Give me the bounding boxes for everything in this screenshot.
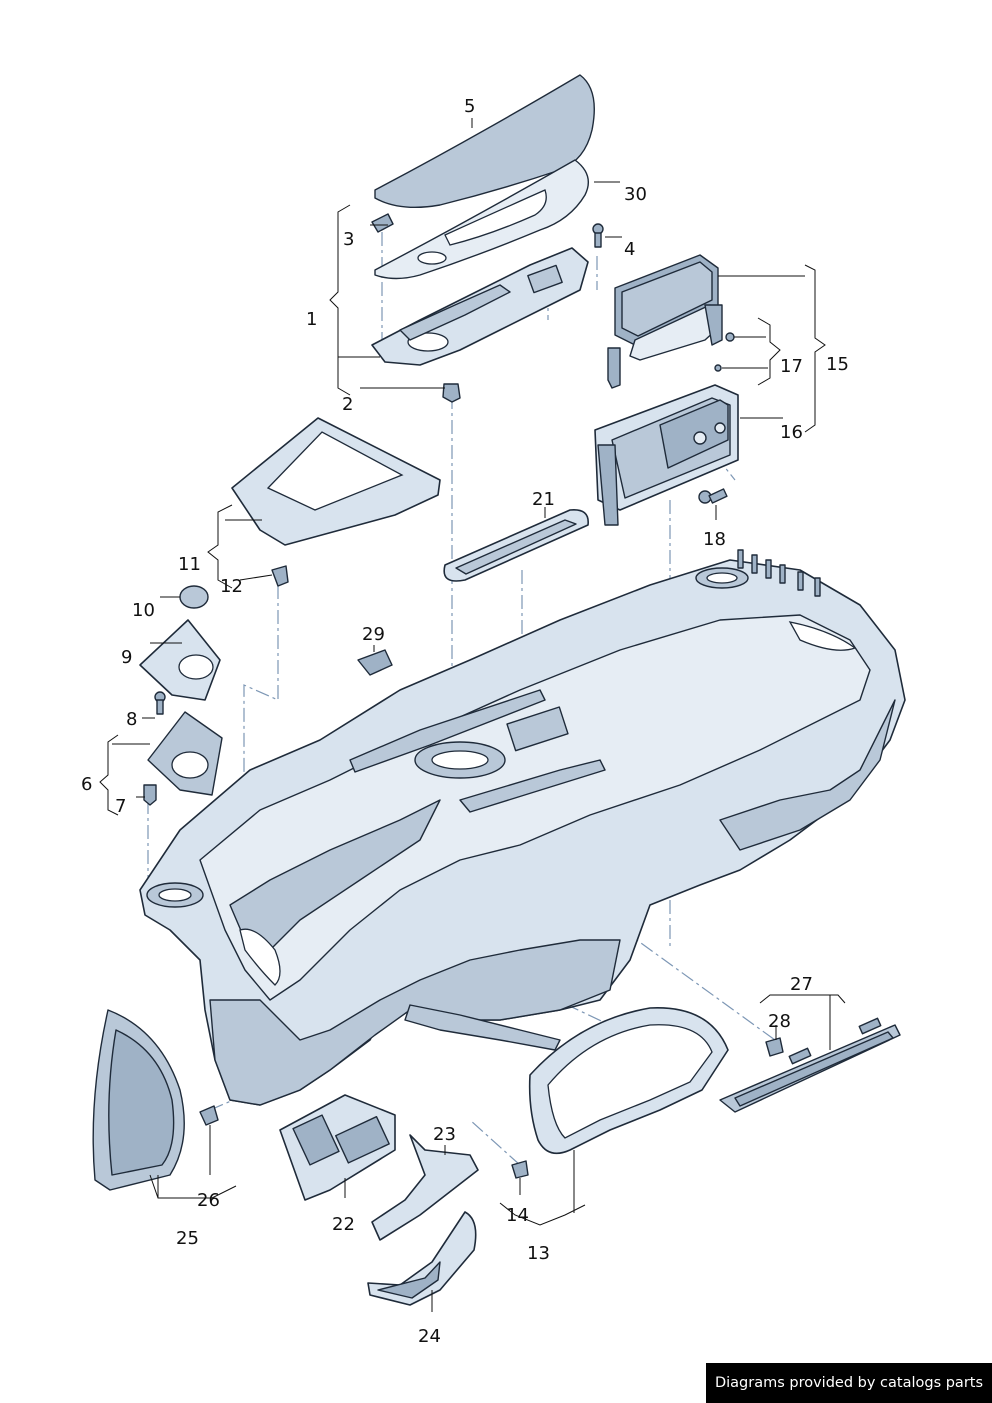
part-29-clip — [357, 649, 393, 676]
part-10-cap — [179, 585, 209, 609]
label-27: 27 — [790, 974, 813, 995]
part-22-switch-panel — [279, 1094, 396, 1201]
part-1-upper-carrier — [371, 247, 589, 366]
part-12-clip — [271, 565, 289, 587]
label-21: 21 — [532, 489, 555, 510]
part-7-clip — [143, 784, 157, 806]
part-3-clip — [371, 213, 394, 233]
part-27-trim-strip — [719, 1017, 901, 1113]
part-2-clip — [442, 383, 461, 403]
label-24: 24 — [418, 1326, 441, 1347]
label-15: 15 — [826, 354, 849, 375]
part-15-display — [607, 254, 723, 389]
label-18: 18 — [703, 529, 726, 550]
label-12: 12 — [220, 576, 243, 597]
part-11-center-bezel — [231, 417, 441, 546]
label-22: 22 — [332, 1214, 355, 1235]
part-14-clip — [511, 1160, 529, 1179]
part-25-side-panel — [92, 1009, 185, 1191]
part-23-trim — [371, 1134, 479, 1241]
label-8: 8 — [126, 709, 137, 730]
label-3: 3 — [343, 229, 354, 250]
label-17: 17 — [780, 356, 803, 377]
part-28-clip — [765, 1037, 784, 1057]
part-9-vent-cover — [139, 619, 221, 701]
part-labels: 5 30 3 4 1 2 15 17 16 21 18 11 12 10 29 … — [81, 96, 849, 1347]
part-24-trim — [367, 1211, 477, 1306]
label-2: 2 — [342, 394, 353, 415]
label-5: 5 — [464, 96, 475, 117]
credit-banner: Diagrams provided by catalogs parts — [706, 1363, 992, 1403]
label-29: 29 — [362, 624, 385, 645]
part-16-control-unit — [594, 384, 739, 526]
label-14: 14 — [506, 1205, 529, 1226]
body-ribs — [737, 549, 821, 597]
label-7: 7 — [115, 796, 126, 817]
label-13: 13 — [527, 1243, 550, 1264]
label-10: 10 — [132, 600, 155, 621]
part-8-screw — [154, 691, 166, 715]
part-5-top-cover — [374, 74, 595, 209]
part-13-cluster-surround — [528, 1007, 729, 1155]
part-30-mat — [374, 159, 589, 280]
label-6: 6 — [81, 774, 92, 795]
label-16: 16 — [780, 422, 803, 443]
leader-lines — [99, 118, 846, 1312]
part-18-screw — [698, 488, 728, 504]
label-1: 1 — [306, 309, 317, 330]
part-4-screw — [592, 223, 604, 248]
part-6-vent-bracket — [147, 711, 223, 796]
part-21-trim-strip — [443, 508, 589, 582]
label-25: 25 — [176, 1228, 199, 1249]
label-26: 26 — [197, 1190, 220, 1211]
label-28: 28 — [768, 1011, 791, 1032]
label-9: 9 — [121, 647, 132, 668]
label-23: 23 — [433, 1124, 456, 1145]
part-26-clip — [199, 1105, 219, 1126]
label-11: 11 — [178, 554, 201, 575]
dashboard-body — [139, 549, 906, 1106]
label-4: 4 — [624, 239, 635, 260]
label-30: 30 — [624, 184, 647, 205]
